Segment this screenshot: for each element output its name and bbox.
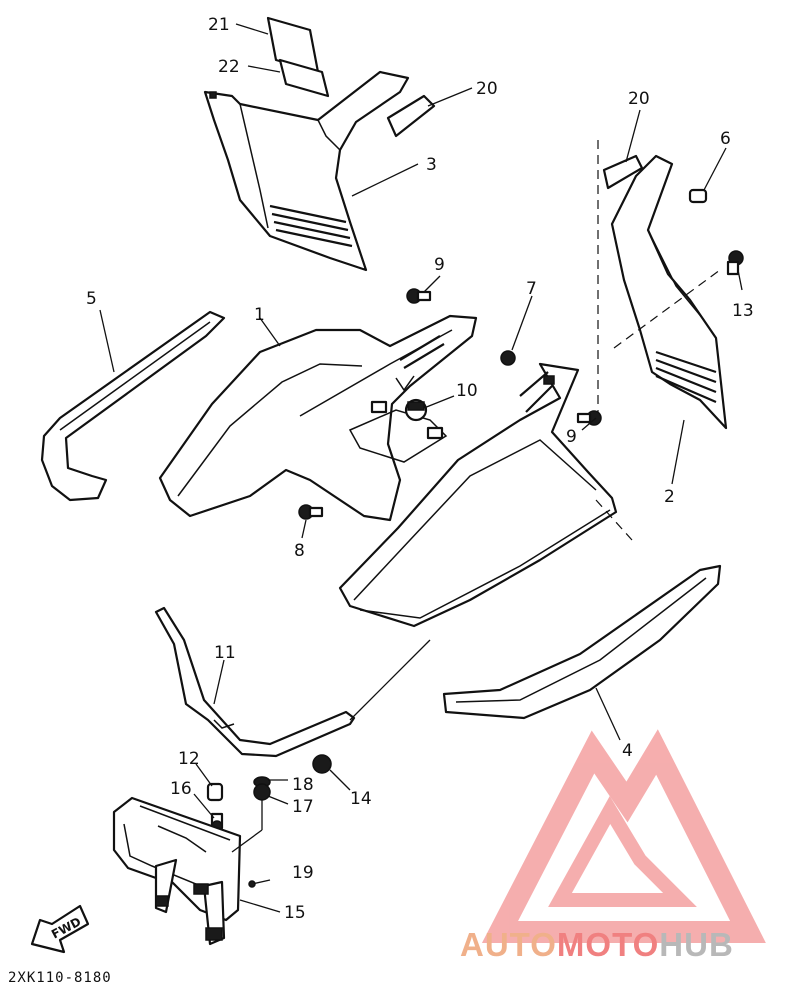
callout-4: 4 xyxy=(622,741,633,761)
watermark-auto: AUTO xyxy=(460,926,557,963)
callout-9: 9 xyxy=(566,427,577,447)
callout-7: 7 xyxy=(526,279,537,299)
callout-11: 11 xyxy=(214,643,236,663)
callout-3: 3 xyxy=(426,155,437,175)
callout-10: 10 xyxy=(456,381,478,401)
callout-6: 6 xyxy=(720,129,731,149)
svg-text:AUTOMOTOHUB: AUTOMOTOHUB xyxy=(460,926,734,963)
pad-20-right xyxy=(602,154,644,190)
nut-14 xyxy=(312,754,332,774)
clip-19 xyxy=(248,879,271,888)
bracket-11 xyxy=(154,606,356,758)
fwd-arrow: FWD xyxy=(30,904,90,954)
callout-19: 19 xyxy=(292,863,314,883)
front-fender-1 xyxy=(158,314,478,522)
callout-1: 1 xyxy=(254,305,265,325)
callout-18: 18 xyxy=(292,775,314,795)
callout-5: 5 xyxy=(86,289,97,309)
watermark-logo xyxy=(481,729,766,943)
nut-17 xyxy=(253,783,271,801)
trim-strip-5 xyxy=(40,310,226,502)
leader-lines xyxy=(99,23,743,913)
bolt-12 xyxy=(206,782,224,802)
callout-12: 12 xyxy=(178,749,200,769)
watermark-text: AUTOMOTOHUB xyxy=(460,926,734,963)
front-guard-15 xyxy=(112,796,242,946)
nut-7 xyxy=(500,350,516,366)
callout-21: 21 xyxy=(208,15,230,35)
watermark-triangle-outer xyxy=(481,729,766,943)
callout-17: 17 xyxy=(292,797,314,817)
alignment-line xyxy=(595,499,633,541)
pad-20-left xyxy=(386,94,436,138)
bolt-9-upper xyxy=(406,288,432,304)
callout-14: 14 xyxy=(350,789,372,809)
callout-15: 15 xyxy=(284,903,306,923)
watermark-hub: HUB xyxy=(659,926,734,963)
callout-2: 2 xyxy=(664,487,675,507)
callout-22: 22 xyxy=(218,57,240,77)
rear-fender xyxy=(338,362,618,628)
callout-8: 8 xyxy=(294,541,305,561)
decal-22 xyxy=(278,58,330,98)
side-cover-2 xyxy=(610,154,728,430)
alignment-line xyxy=(613,269,721,349)
bolt-8 xyxy=(298,504,324,520)
bolt-6 xyxy=(688,188,708,204)
callout-13: 13 xyxy=(732,301,754,321)
callout-9: 9 xyxy=(434,255,445,275)
bolt-13 xyxy=(726,250,744,276)
callout-20: 20 xyxy=(628,89,650,109)
callout-labels: 21 22 20 20 3 6 9 9 13 5 1 7 10 2 8 11 4… xyxy=(86,15,754,923)
mud-guard-4 xyxy=(442,564,722,720)
watermark-triangle-inner xyxy=(548,796,697,907)
grommet-10 xyxy=(404,398,428,422)
watermark-moto: MOTO xyxy=(557,926,659,963)
bolt-9-lower xyxy=(576,410,602,426)
callout-16: 16 xyxy=(170,779,192,799)
side-cover-3 xyxy=(203,70,410,272)
diagram-code: 2XK110-8180 xyxy=(8,970,112,986)
callout-20: 20 xyxy=(476,79,498,99)
